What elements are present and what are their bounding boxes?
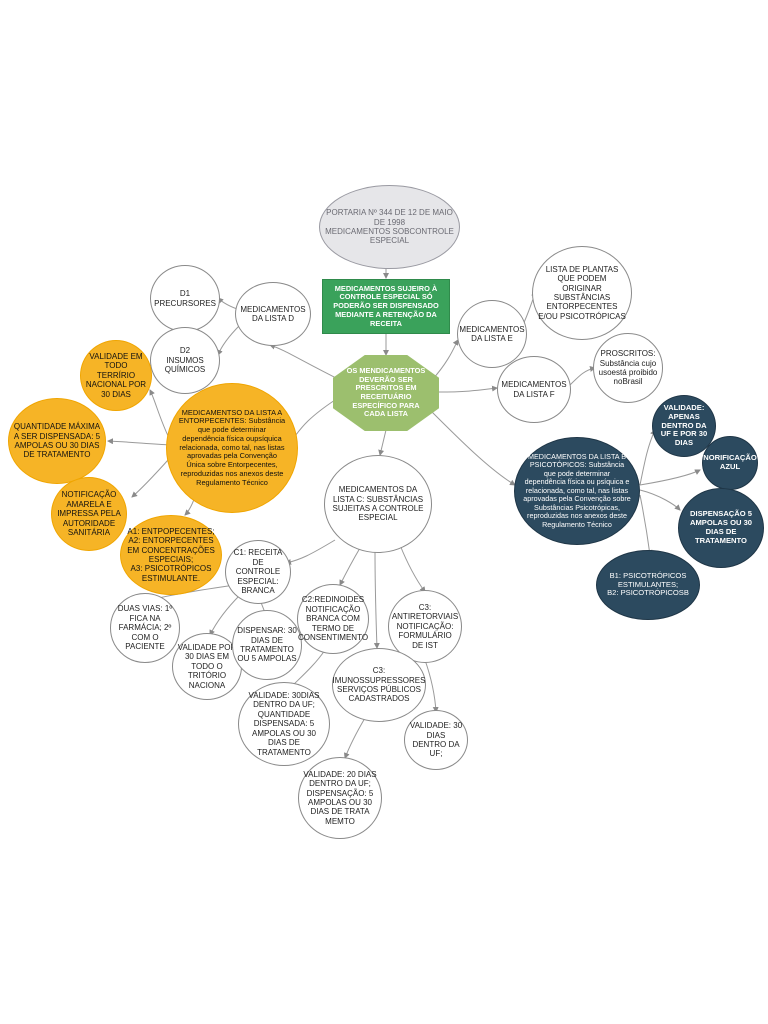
lista-e-node[interactable]: MEDICAMENTOS DA LISTA E — [457, 300, 527, 368]
c3-imunossupressores-validade-node[interactable]: VALIDADE: 20 DIAS DENTRO DA UF; DISPENSA… — [298, 757, 382, 839]
a-sublistas-node[interactable]: A1: ENTPOPECENTES; A2: ENTORPECENTES EM … — [120, 515, 222, 595]
c3-imunossupressores-node[interactable]: C3: IMUNOSSUPRESSORES SERVIÇOS PÚBLICOS … — [332, 648, 426, 722]
d1-node[interactable]: D1 PRECURSORES — [150, 265, 220, 332]
c2-validade-node[interactable]: VALIDADE: 30DIAS DENTRO DA UF; QUANTIDAD… — [238, 682, 330, 766]
validade-b-node[interactable]: VALIDADE: APENAS DENTRO DA UF E POR 30 D… — [652, 395, 716, 457]
c3-antiretrovirais-validade-node[interactable]: VALIDADE: 30 DIAS DENTRO DA UF; — [404, 710, 468, 770]
lista-d-node[interactable]: MEDICAMENTOS DA LISTA D — [235, 282, 311, 346]
c1-validade-node[interactable]: VALIDADE POR 30 DIAS EM TODO O TRITÓRIO … — [172, 633, 242, 700]
validade-a-node[interactable]: VALIDADE EM TODO TERRÍRIO NACIONAL POR 3… — [80, 340, 152, 411]
c1-dispensar-node[interactable]: DISPENSAR: 30 DIAS DE TRATAMENTO OU 5 AM… — [232, 610, 302, 680]
portaria-node[interactable]: PORTARIA Nº 344 DE 12 DE MAIO DE 1998 ME… — [319, 185, 460, 269]
c2-node[interactable]: C2:REDINOIDES NOTIFICAÇÃO BRANCA COM TER… — [297, 584, 369, 654]
lista-a-node[interactable]: MEDICAMENTSO DA LISTA A ENTORPECENTES: S… — [166, 383, 298, 513]
notificacao-a-node[interactable]: NOTIFICAÇÃO AMARELA E IMPRESSA PELA AUTO… — [51, 477, 127, 551]
lista-c-node[interactable]: MEDICAMENTOS DA LISTA C: SUBSTÂNCIAS SUJ… — [324, 455, 432, 553]
central-prescricao-node[interactable]: OS MENDICAMENTOS DEVERÃO SER PRESCRITOS … — [333, 355, 439, 431]
proscritos-node[interactable]: PROSCRITOS: Substância cujo usoestá proi… — [593, 333, 663, 403]
plantas-node[interactable]: LISTA DE PLANTAS QUE PODEM ORIGINAR SUBS… — [532, 246, 632, 340]
dispensacao-b-node[interactable]: DISPENSAÇÃO 5 AMPOLAS OU 30 DIAS DE TRAT… — [678, 488, 764, 568]
c1-node[interactable]: C1: RECEITA DE CONTROLE ESPECIAL: BRANCA — [225, 540, 291, 604]
b-sublistas-node[interactable]: B1: PSICOTRÓPICOS ESTIMULANTES; B2: PSIC… — [596, 550, 700, 620]
lista-b-node[interactable]: MEDICAMENTOS DA LISTA B PSICOTÓPICOS: Su… — [514, 437, 640, 545]
d2-node[interactable]: D2 INSUMOS QUÍMICOS — [150, 327, 220, 394]
c3-antiretrovirais-node[interactable]: C3: ANTIRETORVIAIS NOTIFICAÇÃO: FORMULÁR… — [388, 590, 462, 663]
quantidade-a-node[interactable]: QUANTIDADE MÁXIMA A SER DISPENSADA: 5 AM… — [8, 398, 106, 484]
controle-especial-node[interactable]: MEDICAMENTOS SUJEIRO À CONTROLE ESPECIAL… — [322, 279, 450, 334]
lista-f-node[interactable]: MEDICAMENTOS DA LISTA F — [497, 356, 571, 423]
notificacao-b-node[interactable]: NORIFICAÇÃO AZUL — [702, 436, 758, 490]
c1-vias-node[interactable]: DUAS VIAS: 1º FICA NA FARMÁCIA; 2º COM O… — [110, 593, 180, 663]
